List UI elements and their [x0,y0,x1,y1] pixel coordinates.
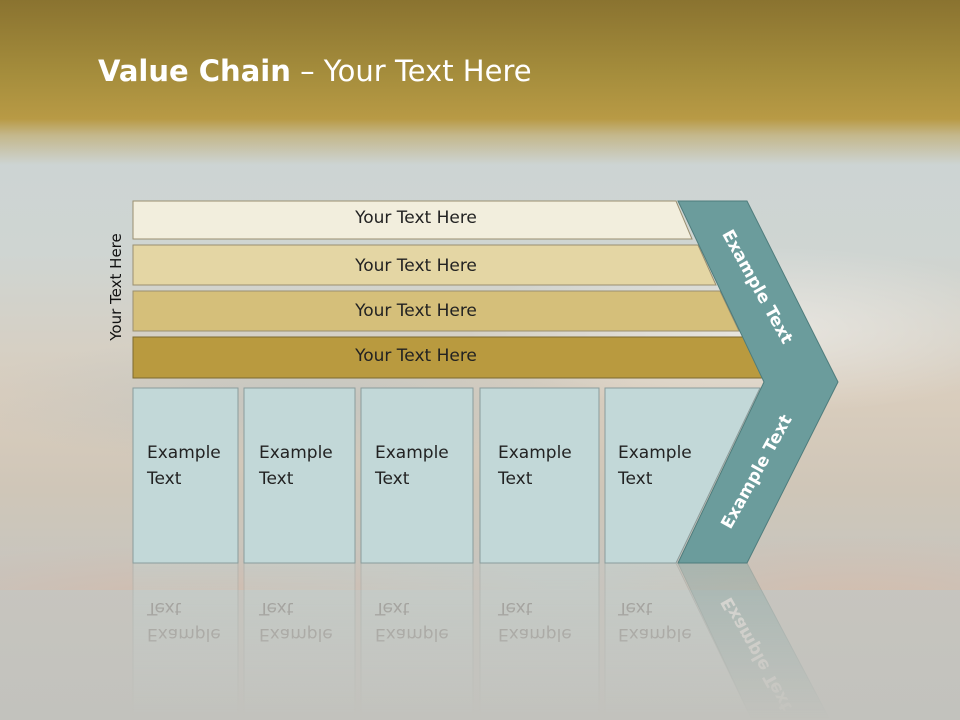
refl-box-2 [243,563,356,720]
bar-3-shape [132,290,740,332]
refl-box-2-text: Example Text [259,595,333,647]
box-4-line1: Example [498,443,572,463]
box-1-line2: Text [147,469,182,489]
box-2-label: Example Text [259,440,333,492]
reflection-shapes [132,563,831,720]
refl-box-3-line2: Text [375,598,410,618]
refl-box-3 [360,563,474,720]
page-title: Value Chain – Your Text Here [98,54,532,88]
box-1-line1: Example [147,443,221,463]
box-5-shape [604,387,761,564]
refl-box-1 [132,563,239,720]
box-4-label: Example Text [498,440,572,492]
refl-box-1-line2: Text [147,598,182,618]
box-1-label: Example Text [147,440,221,492]
refl-box-1-line1: Example [147,624,221,644]
refl-box-5-line1: Example [618,624,692,644]
refl-box-2-line1: Example [259,624,333,644]
refl-chevron [677,563,831,720]
reflection-text-layer: Example Text Example Text Example Text Exam… [0,563,960,720]
bar-3-label: Your Text Here [355,301,477,321]
box-3-label: Example Text [375,440,449,492]
box-3-shape [360,387,474,564]
title-bold: Value Chain [98,54,291,88]
box-5-label: Example Text [618,440,692,492]
box-5-line1: Example [618,443,692,463]
refl-box-3-text: Example Text [375,595,449,647]
bar-2-shape [132,244,717,286]
box-2-line1: Example [259,443,333,463]
refl-box-2-line2: Text [259,598,294,618]
chevron-shape [677,200,839,564]
box-4-shape [479,387,600,564]
refl-box-1-text: Example Text [147,595,221,647]
bar-2-label: Your Text Here [355,256,477,276]
bar-1-shape [132,200,693,240]
box-1-shape [132,387,239,564]
bar-1-label: Your Text Here [355,208,477,228]
box-2-line2: Text [259,469,294,489]
diagram-reflection: Example Text Example Text Example Text Exam… [0,563,960,720]
bar-4-label: Your Text Here [355,346,477,366]
title-rest: – Your Text Here [290,54,532,88]
box-3-line1: Example [375,443,449,463]
box-2-shape [243,387,356,564]
box-3-line2: Text [375,469,410,489]
refl-box-4-text: Example Text [498,595,572,647]
box-4-line2: Text [498,469,533,489]
title-band [0,0,960,165]
refl-box-4-line1: Example [498,624,572,644]
box-5-line2: Text [618,469,653,489]
refl-box-5-line2: Text [618,598,653,618]
refl-box-4 [479,563,600,720]
refl-chevron-text: Example Text [717,593,797,715]
refl-box-5-text: Example Text [618,595,692,647]
refl-box-5 [604,563,753,720]
refl-box-3-line1: Example [375,624,449,644]
refl-box-4-line2: Text [498,598,533,618]
